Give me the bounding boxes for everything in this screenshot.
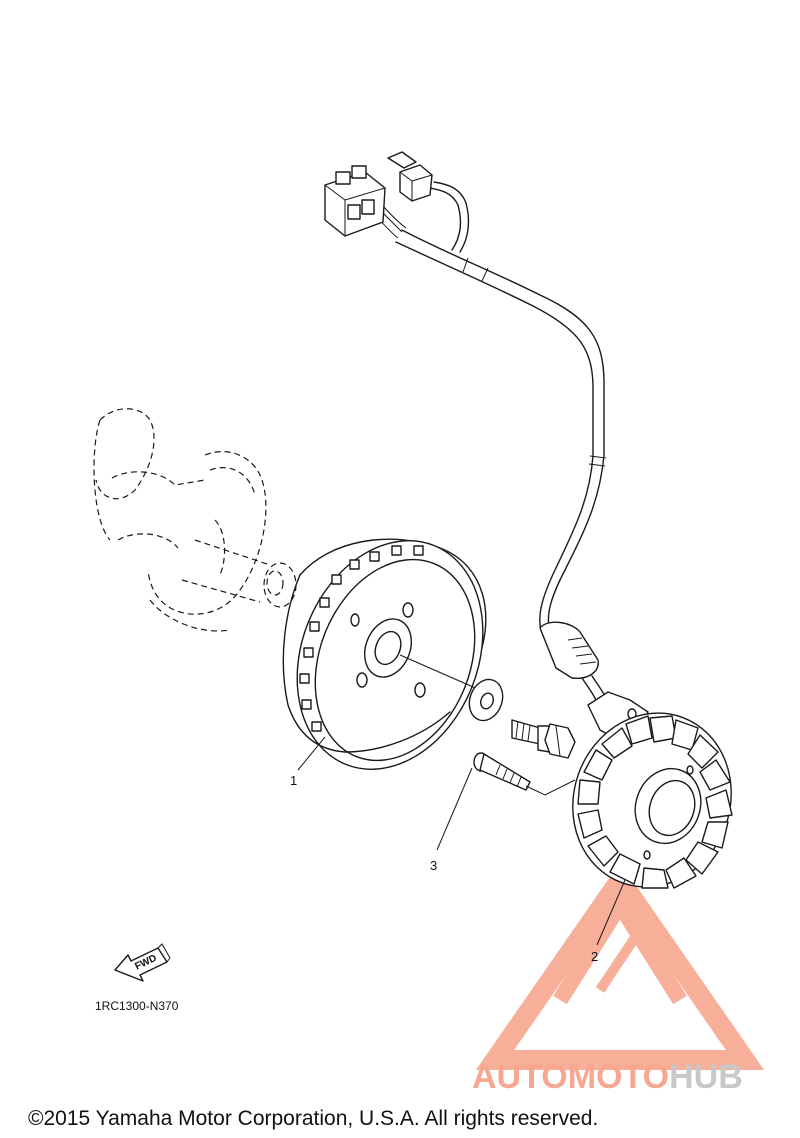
callout-2: 2 [591, 949, 598, 964]
callout-1: 1 [290, 773, 297, 788]
fwd-arrow-icon [114, 943, 171, 982]
washer [468, 678, 504, 722]
wire-harness [324, 151, 611, 713]
crankshaft-reference [93, 408, 297, 632]
stator-bolt [473, 752, 576, 796]
grommet [539, 621, 611, 713]
rotor-bolt [511, 719, 576, 759]
coupler-connector-large [324, 165, 386, 237]
stator-assembly [572, 691, 733, 889]
watermark-logo [475, 862, 765, 1070]
rotor-flywheel [282, 538, 487, 770]
rotor-slots [299, 545, 424, 732]
copyright-notice: ©2015 Yamaha Motor Corporation, U.S.A. A… [28, 1107, 598, 1130]
watermark-text: AUTOMOTOHUB [472, 1058, 743, 1096]
callout-3: 3 [430, 858, 437, 873]
coupler-connector-small [387, 151, 433, 202]
callout-leaders [297, 736, 626, 946]
part-code: 1RC1300-N370 [95, 999, 179, 1013]
stator-coils [577, 715, 733, 889]
